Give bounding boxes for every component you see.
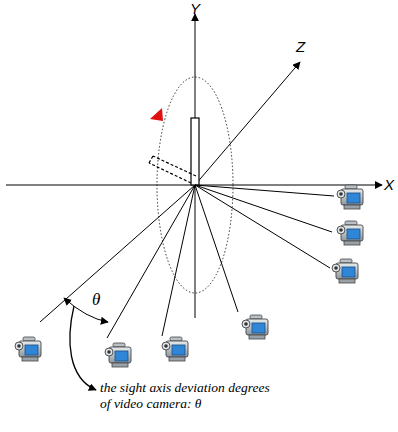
camera-screen	[347, 229, 360, 239]
camera-lens-glass	[339, 192, 343, 196]
camera-screen	[342, 267, 355, 277]
camera-handle	[340, 259, 352, 263]
video-camera	[332, 259, 358, 283]
camera-lens	[242, 320, 250, 328]
sight-line	[107, 185, 195, 338]
video-camera	[337, 185, 363, 209]
camera-lens-glass	[17, 344, 21, 348]
video-camera	[105, 343, 131, 367]
camera-lens	[337, 226, 345, 234]
camera-lens	[337, 190, 345, 198]
camera-screen	[172, 345, 185, 355]
camera-lens-glass	[244, 322, 248, 326]
video-camera	[162, 337, 188, 361]
camera-screen	[115, 351, 128, 361]
axis-label: X	[384, 176, 394, 193]
camera-handle	[345, 185, 357, 189]
camera-handle	[250, 315, 262, 319]
camera-handle	[170, 337, 182, 341]
camera-lens-glass	[339, 228, 343, 232]
sight-line	[195, 185, 238, 312]
camera-base	[339, 279, 355, 283]
z-axis	[195, 62, 300, 185]
axis-label: Z	[296, 38, 305, 55]
sight-line	[195, 185, 330, 268]
camera-lens	[332, 264, 340, 272]
camera-base	[22, 357, 38, 361]
video-camera	[242, 315, 268, 339]
camera-handle	[23, 337, 35, 341]
angle-label: θ	[92, 290, 100, 310]
camera-handle	[113, 343, 125, 347]
sight-line	[162, 185, 195, 336]
axis-label: Y	[190, 0, 200, 17]
camera-base	[344, 241, 360, 245]
camera-lens-glass	[164, 344, 168, 348]
video-camera	[15, 337, 41, 361]
sight-line	[195, 185, 334, 196]
camera-screen	[25, 345, 38, 355]
camera-lens	[15, 342, 23, 350]
camera-lens-glass	[334, 266, 338, 270]
camera-lens	[105, 348, 113, 356]
camera-screen	[252, 323, 265, 333]
rotation-arrow	[150, 108, 163, 121]
vertical-sight-line	[195, 185, 196, 318]
sight-line	[195, 185, 332, 232]
angle-arc	[64, 298, 108, 322]
video-camera	[337, 221, 363, 245]
camera-lens-glass	[107, 350, 111, 354]
camera-base	[344, 205, 360, 209]
camera-base	[169, 357, 185, 361]
bar-tilted-position	[149, 156, 196, 183]
camera-handle	[345, 221, 357, 225]
camera-lens	[162, 342, 170, 350]
z-axis-negative	[40, 185, 195, 322]
camera-screen	[347, 193, 360, 203]
camera-base	[249, 335, 265, 339]
caption-note: the sight axis deviation degrees of vide…	[100, 380, 272, 411]
pointer-arrow	[70, 306, 96, 390]
camera-base	[112, 363, 128, 367]
